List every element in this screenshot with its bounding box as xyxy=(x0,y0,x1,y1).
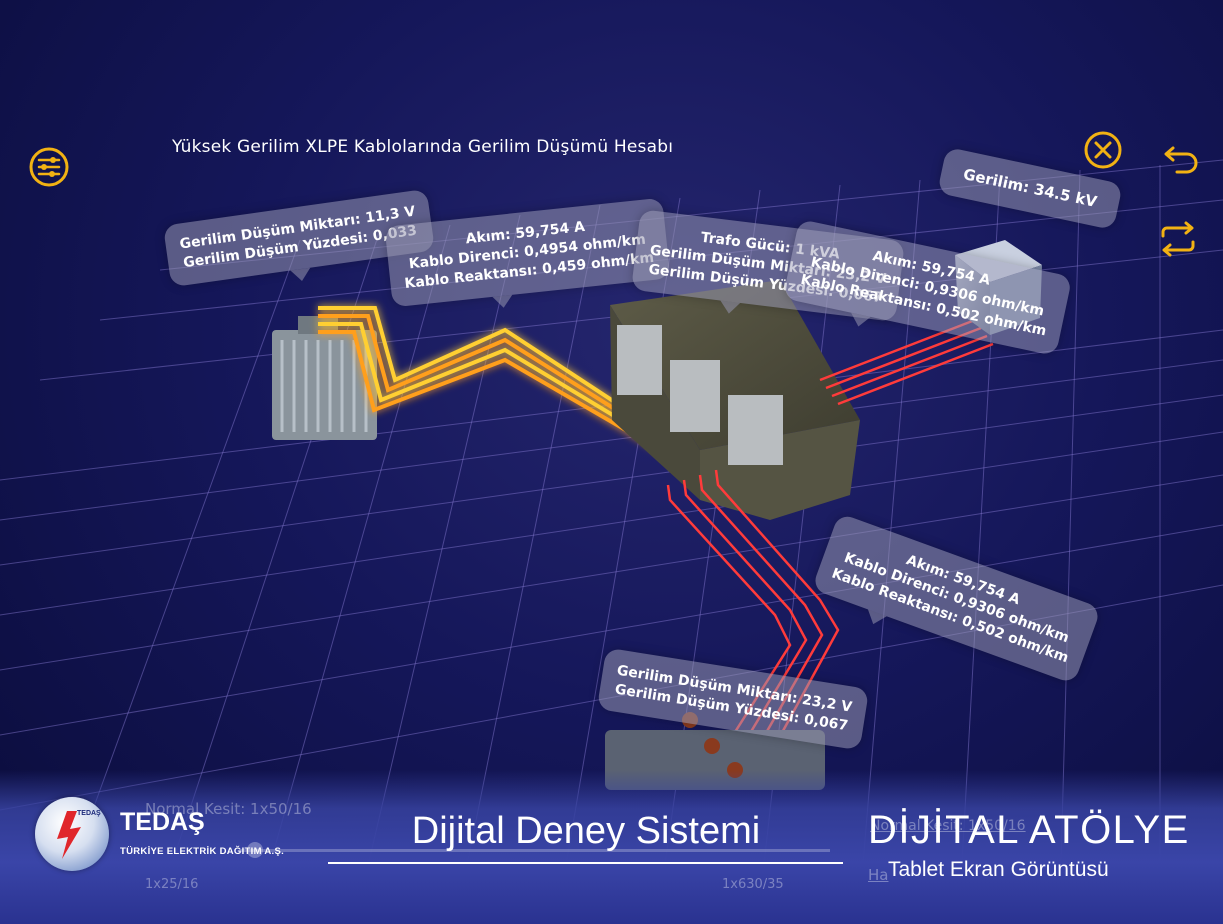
title-underline xyxy=(328,862,843,864)
sliders-icon[interactable] xyxy=(28,146,70,188)
hesapla-button[interactable]: Ha xyxy=(868,866,889,884)
swap-icon[interactable] xyxy=(1157,220,1199,258)
transformer-left-model xyxy=(272,316,377,440)
normal-section-label-right: Normal Kesit: 1x50/16 xyxy=(870,818,1026,834)
footer-bar xyxy=(0,770,1223,924)
tedas-logo: TEDAŞ xyxy=(35,797,109,871)
company-name: TEDAŞ xyxy=(120,808,205,836)
section-slider-thumb[interactable] xyxy=(247,842,263,858)
substation-model xyxy=(610,280,860,520)
section-slider-track[interactable] xyxy=(240,849,830,852)
cable-left-highlighted xyxy=(318,306,688,467)
slider-min-label: 1x25/16 xyxy=(145,877,199,892)
close-circle-icon[interactable] xyxy=(1083,130,1123,170)
brand-title: DİJİTAL ATÖLYE xyxy=(868,808,1190,852)
undo-icon[interactable] xyxy=(1157,144,1199,180)
page-title: Yüksek Gerilim XLPE Kablolarında Gerilim… xyxy=(172,137,674,157)
system-title: Dijital Deney Sistemi xyxy=(411,810,761,852)
normal-section-label: Normal Kesit: 1x50/16 xyxy=(145,800,312,818)
company-full-name: TÜRKİYE ELEKTRİK DAĞITIM A.Ş. xyxy=(120,846,285,857)
brand-subtitle: Tablet Ekran Görüntüsü xyxy=(888,858,1109,881)
tedas-logo-badge: TEDAŞ xyxy=(77,810,101,817)
slider-max-label: 1x630/35 xyxy=(722,877,784,892)
